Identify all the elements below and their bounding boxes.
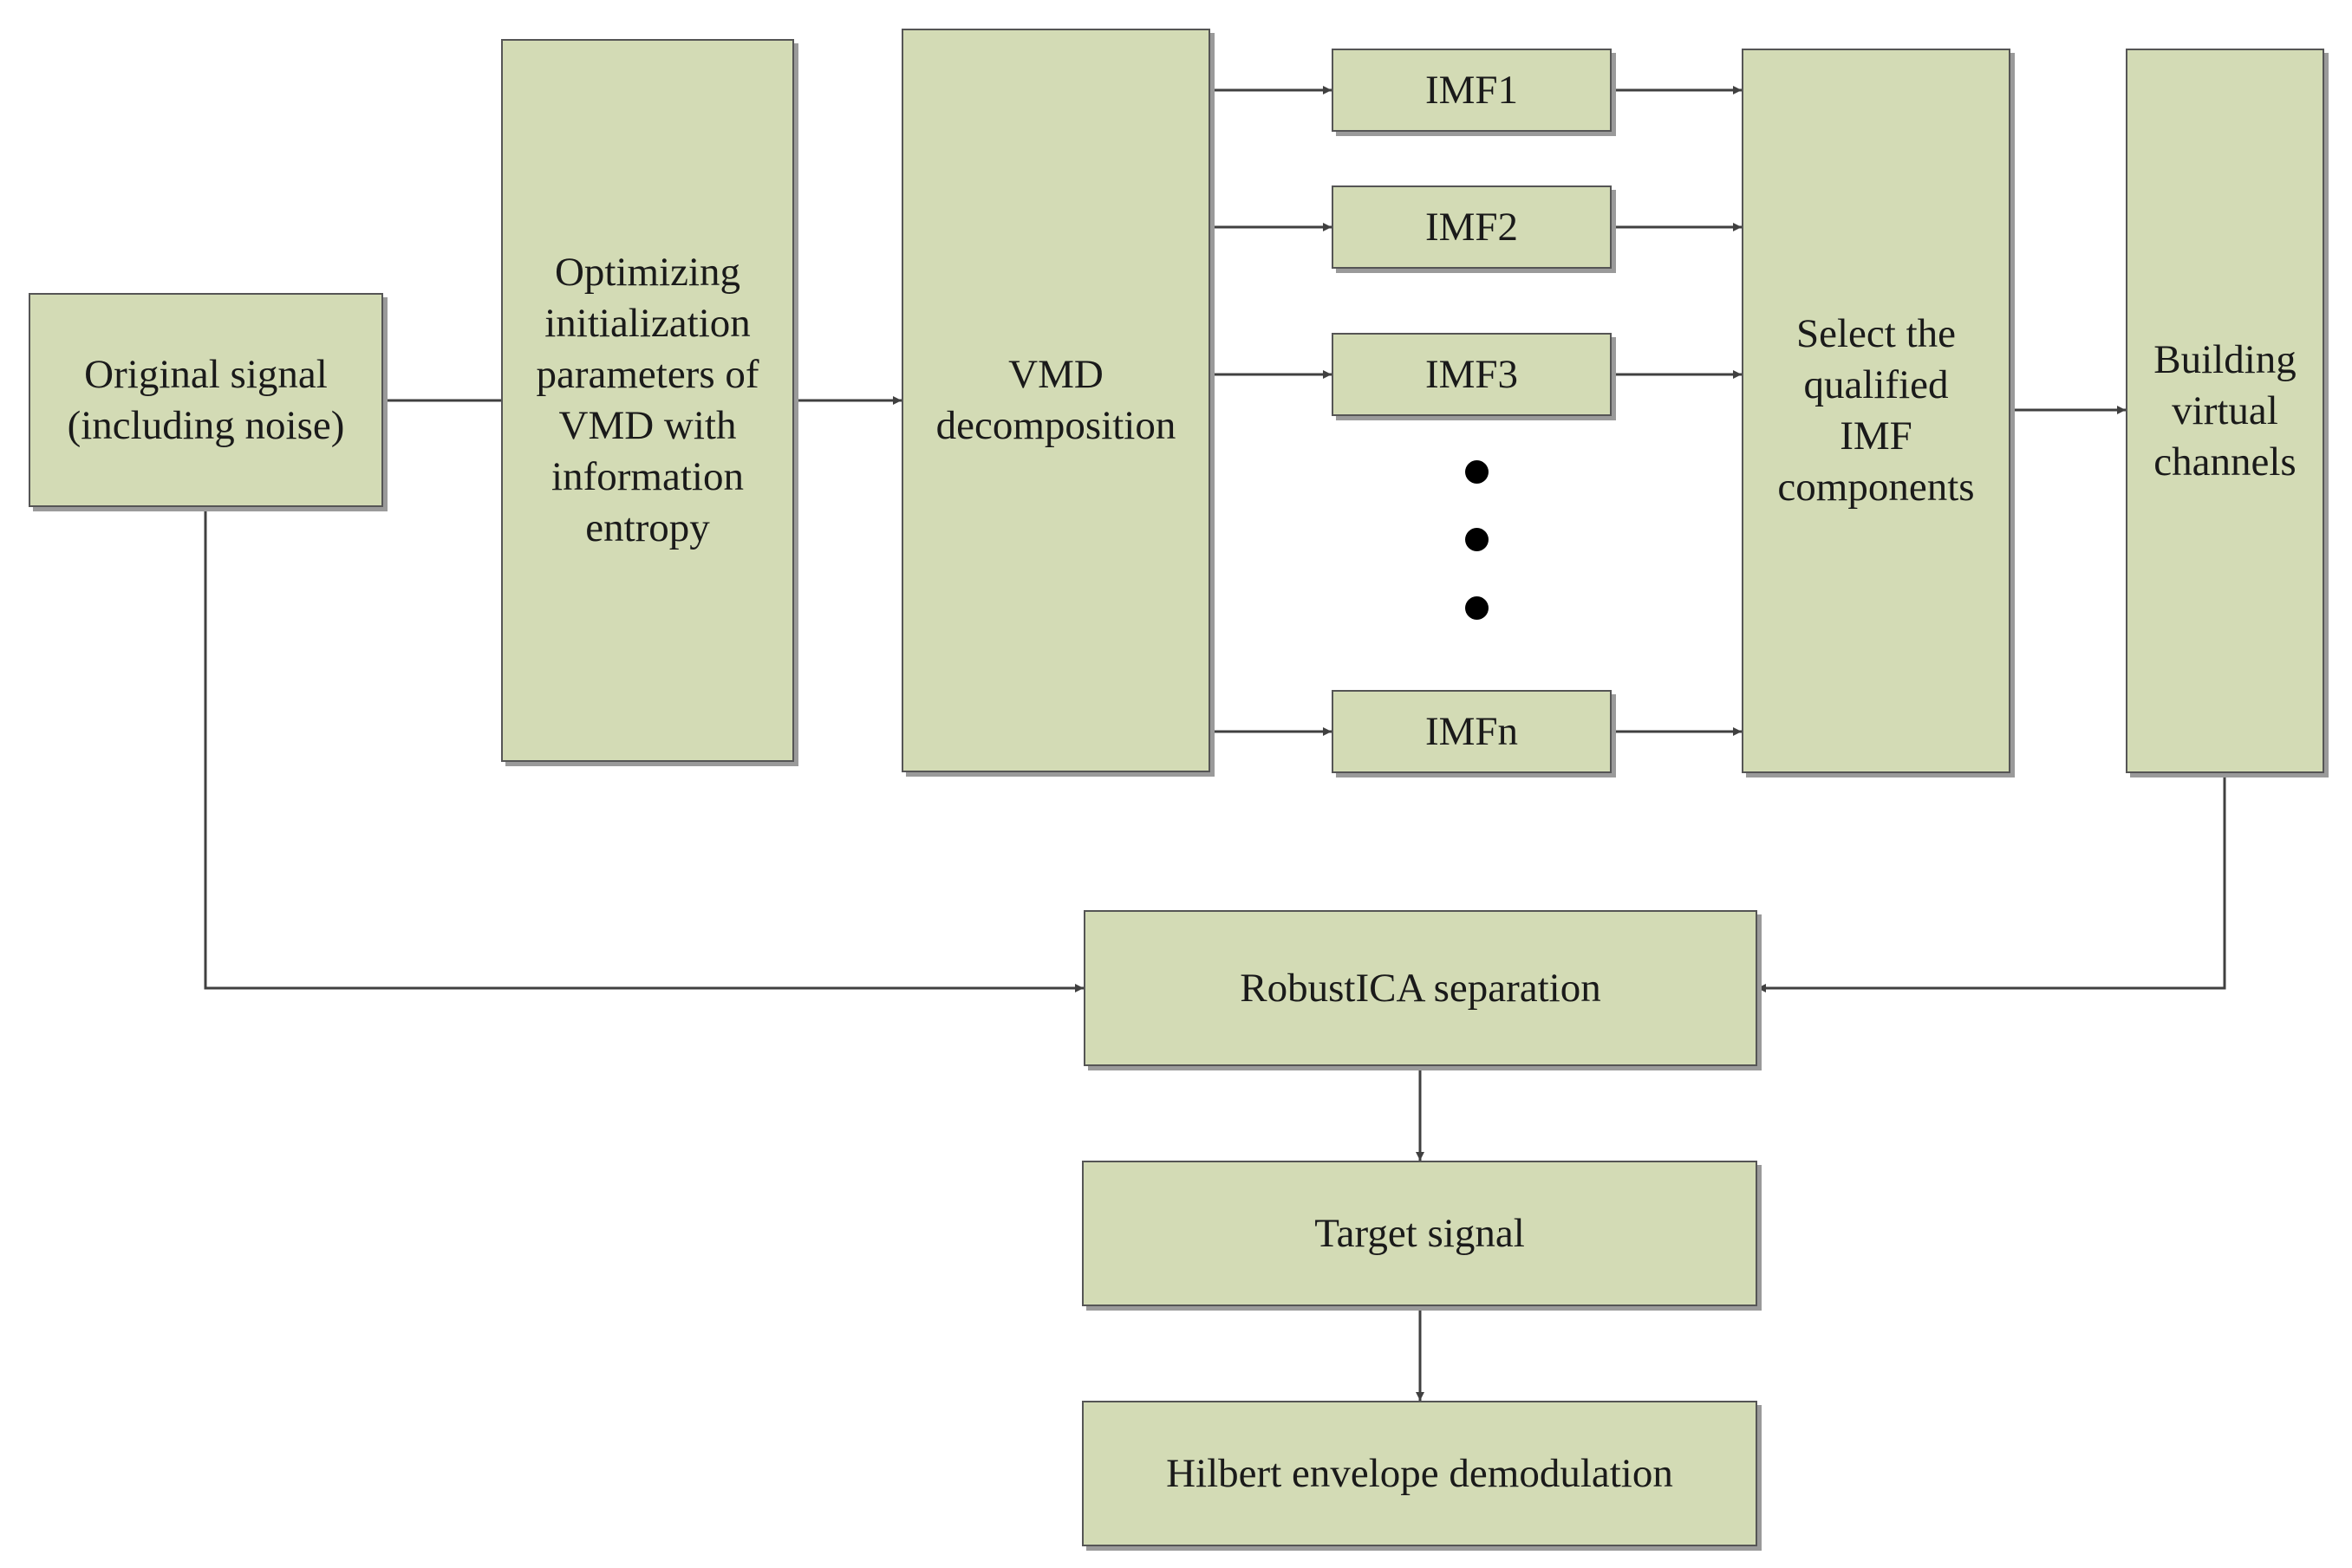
box-label-line: RobustICA separation — [1240, 965, 1601, 1011]
box-label: Building virtual channels — [2153, 335, 2297, 488]
box-label-line: VMD with — [558, 403, 737, 448]
box-label-line: Building — [2153, 336, 2297, 382]
box-label-line: virtual — [2172, 387, 2278, 433]
box-label-line: Optimizing — [554, 250, 741, 295]
imf2-box: IMF2 — [1332, 185, 1612, 269]
box-label: Target signal — [1314, 1208, 1525, 1259]
arrow-original-to-robust — [204, 507, 1084, 992]
arrow-building-to-robust — [1757, 773, 2226, 992]
imf1-box: IMF1 — [1332, 49, 1612, 132]
box-label-line: parameters of — [536, 352, 759, 397]
box-label-line: channels — [2153, 439, 2297, 485]
ellipsis-dot — [1465, 528, 1489, 551]
original-signal-box: Original signal (including noise) — [29, 293, 383, 507]
robustica-separation-box: RobustICA separation — [1084, 910, 1757, 1066]
box-label-line: IMF1 — [1424, 67, 1519, 113]
box-label: Optimizing initialization parameters of VMD… — [536, 247, 759, 554]
box-label: Hilbert envelope demodulation — [1166, 1448, 1673, 1500]
box-label-line: components — [1777, 465, 1975, 510]
box-label: IMF3 — [1425, 349, 1518, 400]
ellipsis-dot — [1465, 596, 1489, 620]
box-label: Original signal (including noise) — [68, 349, 345, 452]
box-label-line: IMF3 — [1424, 351, 1519, 397]
box-label-line: Original signal — [84, 351, 328, 397]
box-label: VMD decomposition — [936, 349, 1176, 452]
box-label-line: information — [551, 454, 744, 499]
box-label: IMF2 — [1425, 202, 1518, 253]
box-label-line: (including noise) — [67, 402, 345, 448]
box-label-line: VMD — [1008, 352, 1104, 397]
hilbert-envelope-demodulation-box: Hilbert envelope demodulation — [1082, 1401, 1757, 1546]
box-label-line: IMF2 — [1424, 204, 1519, 250]
box-label-line: initialization — [544, 301, 751, 346]
building-virtual-channels-box: Building virtual channels — [2126, 49, 2324, 773]
box-label-line: IMFn — [1424, 708, 1519, 754]
box-label-line: entropy — [585, 505, 710, 550]
vmd-decomposition-box: VMD decomposition — [902, 29, 1210, 772]
box-label-line: decomposition — [935, 403, 1176, 448]
box-label-line: Hilbert envelope demodulation — [1166, 1450, 1673, 1496]
target-signal-box: Target signal — [1082, 1161, 1757, 1306]
box-label-line: qualified — [1803, 362, 1949, 407]
imf3-box: IMF3 — [1332, 333, 1612, 416]
box-label-line: Target signal — [1314, 1210, 1525, 1256]
box-label: IMF1 — [1425, 65, 1518, 116]
box-label-line: IMF — [1840, 413, 1912, 459]
optimizing-parameters-box: Optimizing initialization parameters of VMD… — [501, 39, 794, 762]
imfn-box: IMFn — [1332, 690, 1612, 773]
box-label: IMFn — [1425, 706, 1518, 758]
ellipsis-dot — [1465, 460, 1489, 484]
box-label-line: Select the — [1795, 311, 1956, 356]
box-label: RobustICA separation — [1240, 963, 1600, 1014]
